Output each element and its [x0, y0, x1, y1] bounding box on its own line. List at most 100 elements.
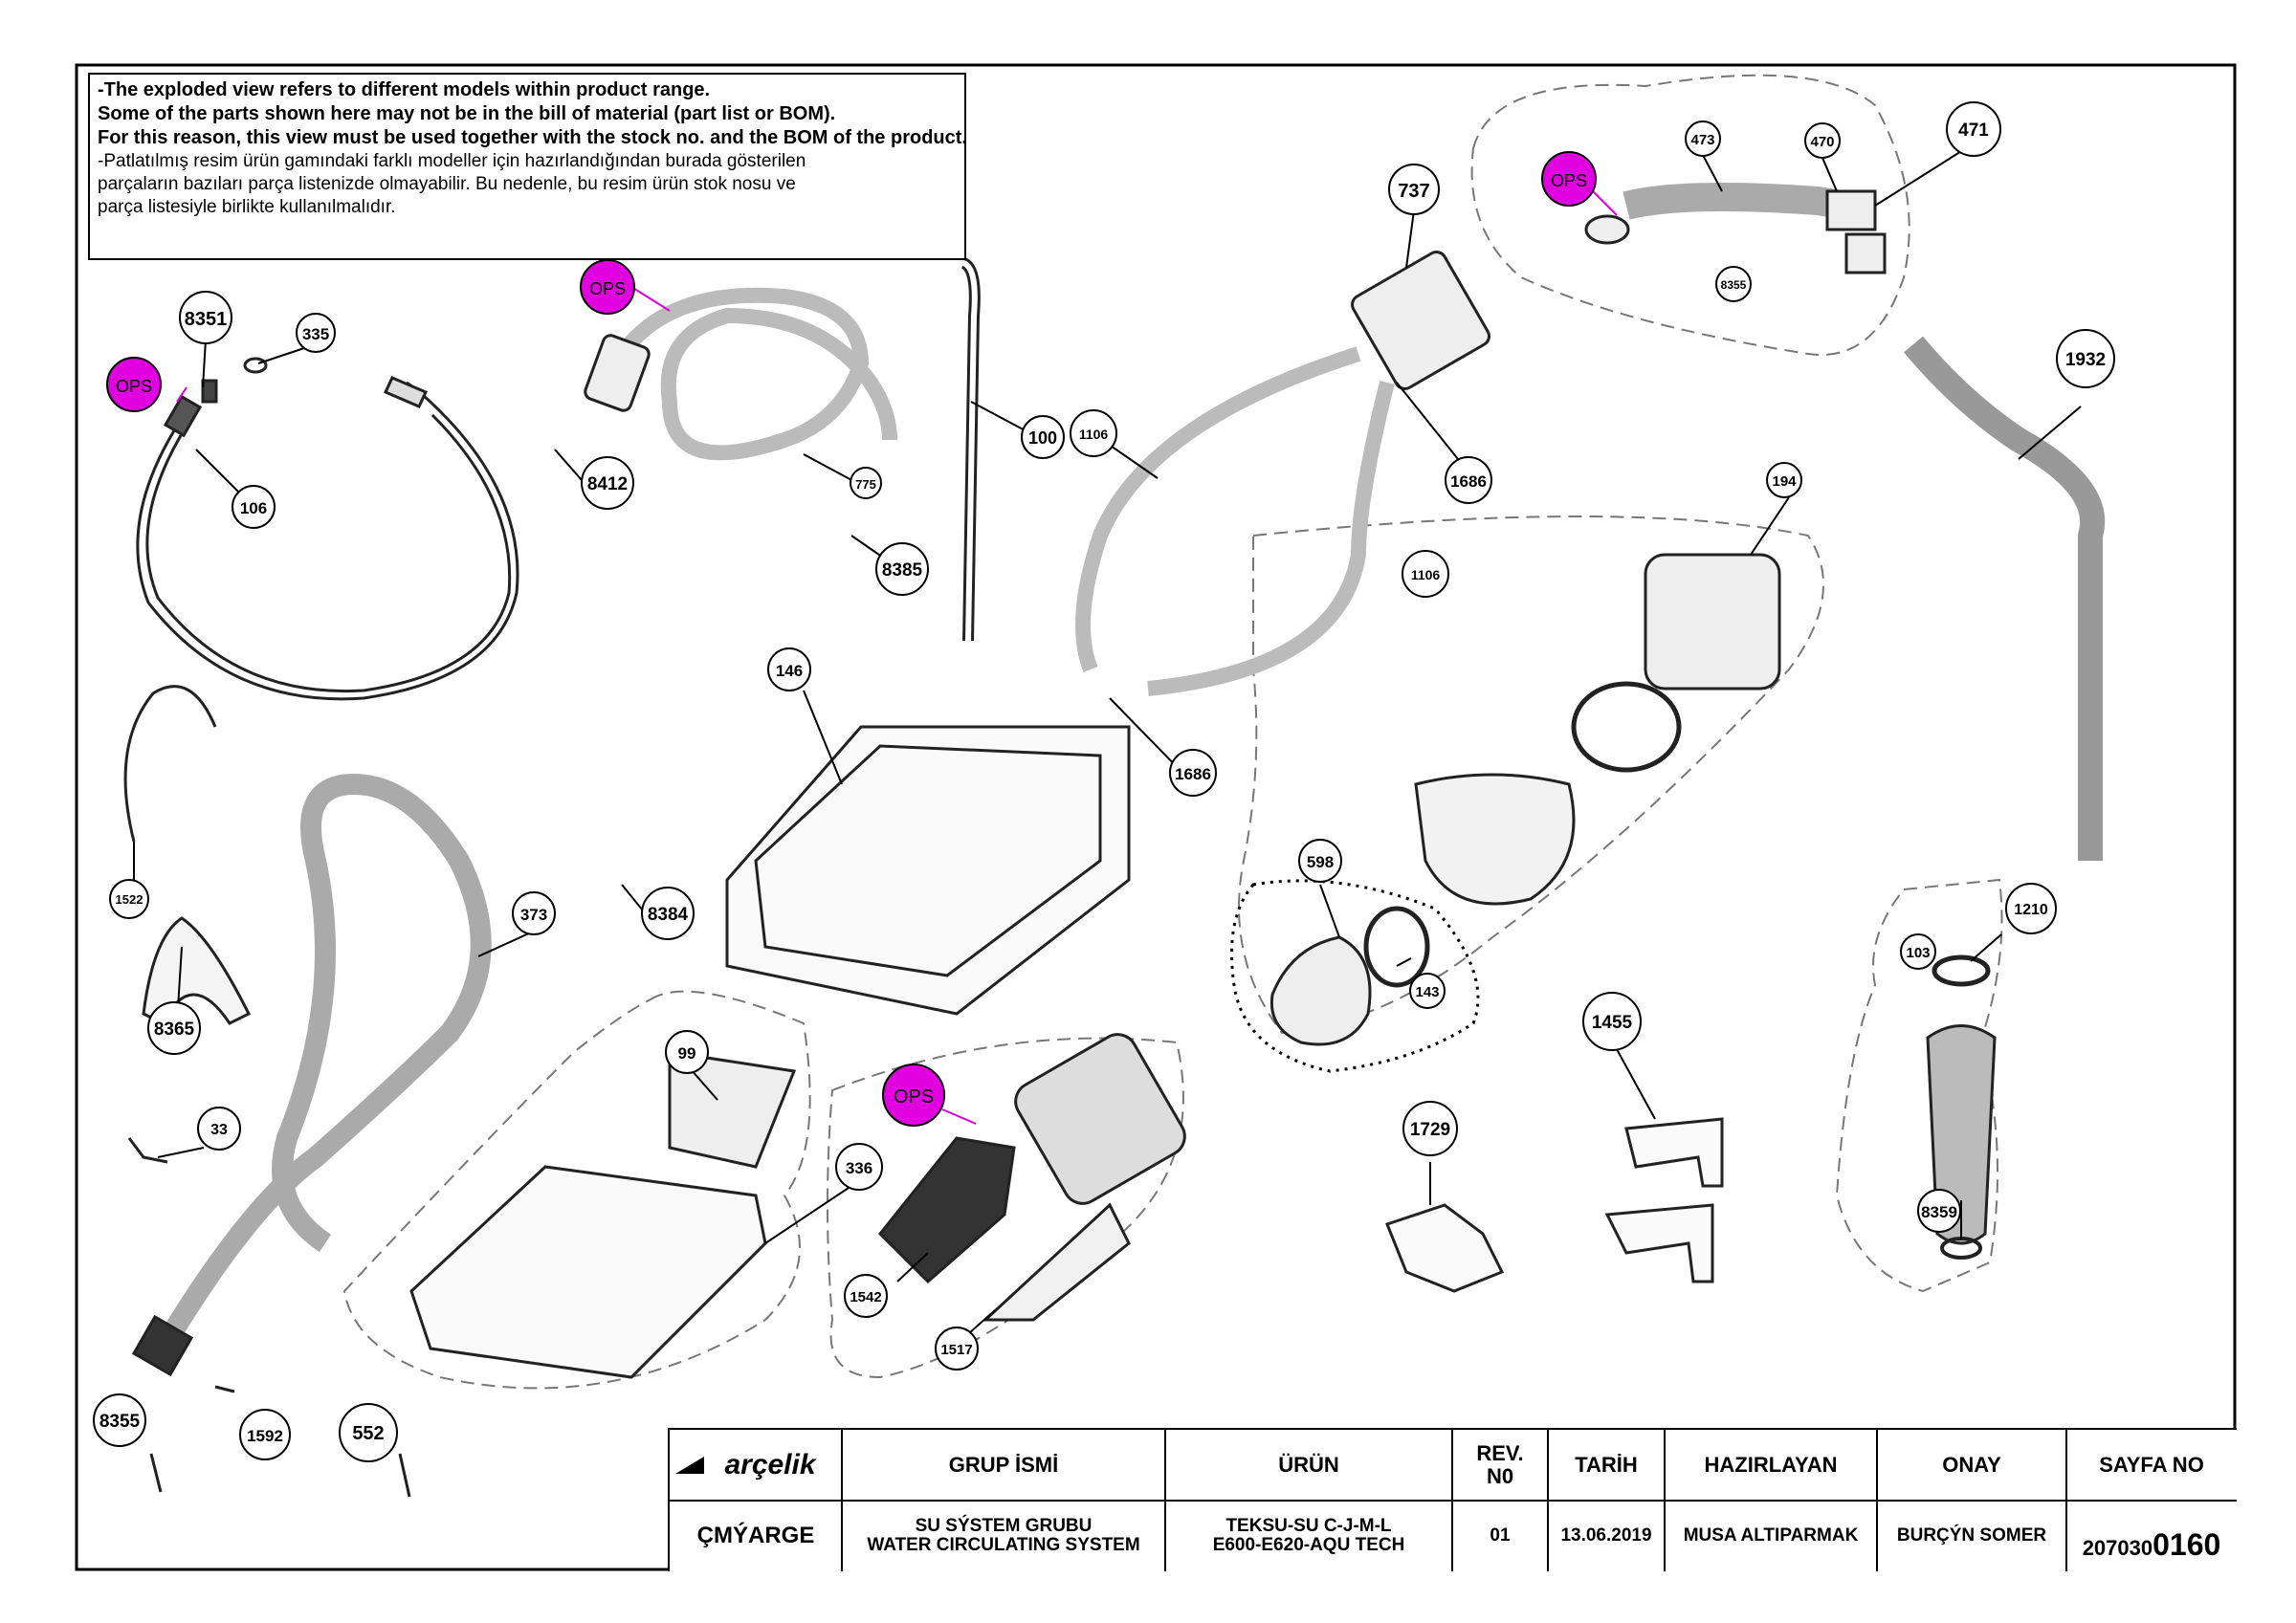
rev-header-line-1: REV. [1476, 1441, 1524, 1465]
rev-header-line-2: N0 [1486, 1464, 1514, 1488]
detergent-box-146-inner [754, 744, 1102, 977]
ops-label: OPS [116, 377, 152, 396]
filter-8351 [201, 379, 218, 404]
callout-8355-b: 8355 [99, 1412, 141, 1432]
ops-markers: OPS OPS OPS OPS [106, 151, 1618, 1127]
callout-194: 194 [1772, 473, 1797, 490]
clip-8365 [142, 916, 252, 1026]
callout-8351: 8351 [185, 309, 228, 330]
ops-marker [882, 1064, 945, 1127]
inlet-hose-106-inner [145, 410, 512, 693]
product-line-1: TEKSU-SU C-J-M-L [1225, 1516, 1392, 1536]
note-en-2: Some of the parts shown here may not be … [98, 103, 836, 124]
parts [123, 183, 2106, 1498]
mesh-filter [1014, 1033, 1186, 1205]
callout-8359: 8359 [1921, 1203, 1957, 1221]
ops-marker [106, 357, 162, 412]
note-tr-1: -Patlatılmış resim ürün gamındaki farklı… [98, 151, 806, 171]
disclaimer-notes: -The exploded view refers to different m… [88, 73, 967, 260]
group-header: GRUP İSMİ [948, 1453, 1059, 1477]
brand-code: ÇMÝARGE [696, 1523, 815, 1548]
callout-1106-a: 1106 [1079, 427, 1109, 442]
screw-1592 [214, 1385, 235, 1393]
hose-473 [1623, 183, 1849, 220]
callouts: 8351 335 106 8412 775 8385 100 1106 737 … [93, 101, 2115, 1462]
page-header: SAYFA NO [2099, 1453, 2204, 1477]
note-en-1: -The exploded view refers to different m… [98, 79, 711, 100]
arcelik-logo-icon [675, 1457, 704, 1474]
callout-1686-a: 1686 [1450, 472, 1487, 491]
callout-1592: 1592 [247, 1427, 283, 1445]
hose-elbow-106 [383, 376, 429, 408]
group-outline-194 [1238, 515, 1824, 1035]
callout-33: 33 [210, 1122, 228, 1138]
hose-373 [153, 773, 492, 1354]
callout-1686-b: 1686 [1175, 765, 1211, 783]
prepared-value: MUSA ALTIPARMAK [1683, 1525, 1859, 1546]
product-line-2: E600-E620-AQU TECH [1212, 1535, 1405, 1555]
pump-housing-194 [1414, 773, 1576, 906]
group-outline-471 [1470, 74, 1910, 356]
seal-100-inner [961, 260, 978, 642]
callout-471: 471 [1958, 121, 1989, 141]
callout-8412: 8412 [587, 474, 628, 494]
title-block-grid [670, 1430, 2237, 1571]
rev-header: REV. N0 [1452, 1430, 1548, 1501]
callout-8385: 8385 [882, 560, 923, 581]
bracket-1455-b [1604, 1203, 1714, 1283]
group-name: SU SÝSTEM GRUBU WATER CIRCULATING SYSTEM [842, 1501, 1165, 1571]
callout-1522: 1522 [116, 892, 144, 907]
callout-1106-b: 1106 [1411, 567, 1441, 582]
rev-value: 01 [1490, 1525, 1511, 1546]
pump-motor-194 [1644, 553, 1781, 691]
callout-8355-a: 8355 [1721, 278, 1747, 292]
washer-335 [243, 357, 268, 374]
callout-1932: 1932 [2065, 350, 2106, 370]
valve-737 [1351, 251, 1490, 390]
connector-470 [1825, 189, 1877, 231]
clamp-552 [398, 1453, 411, 1498]
group-name-en: WATER CIRCULATING SYSTEM [867, 1535, 1140, 1555]
o-ring-194 [1571, 681, 1682, 773]
note-tr-2: parçaların bazıları parça listenizde olm… [98, 174, 796, 194]
callout-8384: 8384 [648, 905, 689, 925]
callout-143: 143 [1415, 984, 1439, 1000]
callout-106: 106 [240, 499, 267, 517]
prepared-header: HAZIRLAYAN [1704, 1453, 1838, 1477]
callout-1542: 1542 [850, 1289, 881, 1305]
group-name-tr: SU SÝSTEM GRUBU [915, 1516, 1093, 1536]
page-number-prefix: 207030 [2082, 1536, 2153, 1560]
product-header: ÜRÜN [1278, 1453, 1339, 1477]
drawing-frame [75, 63, 2237, 1571]
title-block: arçelik GRUP İSMİ ÜRÜN REV. N0 TARİH HAZ… [668, 1428, 2237, 1571]
clamp-8355-a [1584, 214, 1630, 245]
ops-marker [580, 259, 635, 315]
ops-label: OPS [894, 1086, 934, 1108]
callout-1455: 1455 [1592, 1013, 1633, 1033]
product-name: TEKSU-SU C-J-M-L E600-E620-AQU TECH [1165, 1501, 1452, 1571]
callout-99: 99 [678, 1044, 696, 1063]
date-value: 13.06.2019 [1560, 1525, 1652, 1546]
note-en-3: For this reason, this view must be used … [98, 127, 967, 148]
callout-146: 146 [776, 662, 803, 680]
aquastop-valve [584, 334, 651, 412]
approved-header: ONAY [1942, 1453, 2001, 1477]
softener-1542 [877, 1136, 1016, 1284]
bracket-1455-a [1624, 1117, 1724, 1188]
callout-1729: 1729 [1410, 1120, 1450, 1140]
hook-1522 [123, 685, 217, 843]
callout-336: 336 [846, 1159, 872, 1177]
filter-598 [1269, 935, 1372, 1046]
drain-hose-1932 [1904, 336, 2106, 861]
hose-nut-8351 [163, 394, 203, 438]
clamp-103 [1932, 954, 1991, 987]
callout-100: 100 [1028, 428, 1057, 448]
page-number-suffix: 0160 [2152, 1527, 2221, 1562]
hose-1106-b [1147, 381, 1395, 696]
note-tr-3: parça listesiyle birlikte kullanılmalıdı… [98, 197, 396, 217]
detergent-box-146 [725, 725, 1131, 1016]
drawer-base-336 [409, 1165, 767, 1379]
callout-373: 373 [520, 906, 547, 924]
callout-335: 335 [302, 325, 329, 343]
